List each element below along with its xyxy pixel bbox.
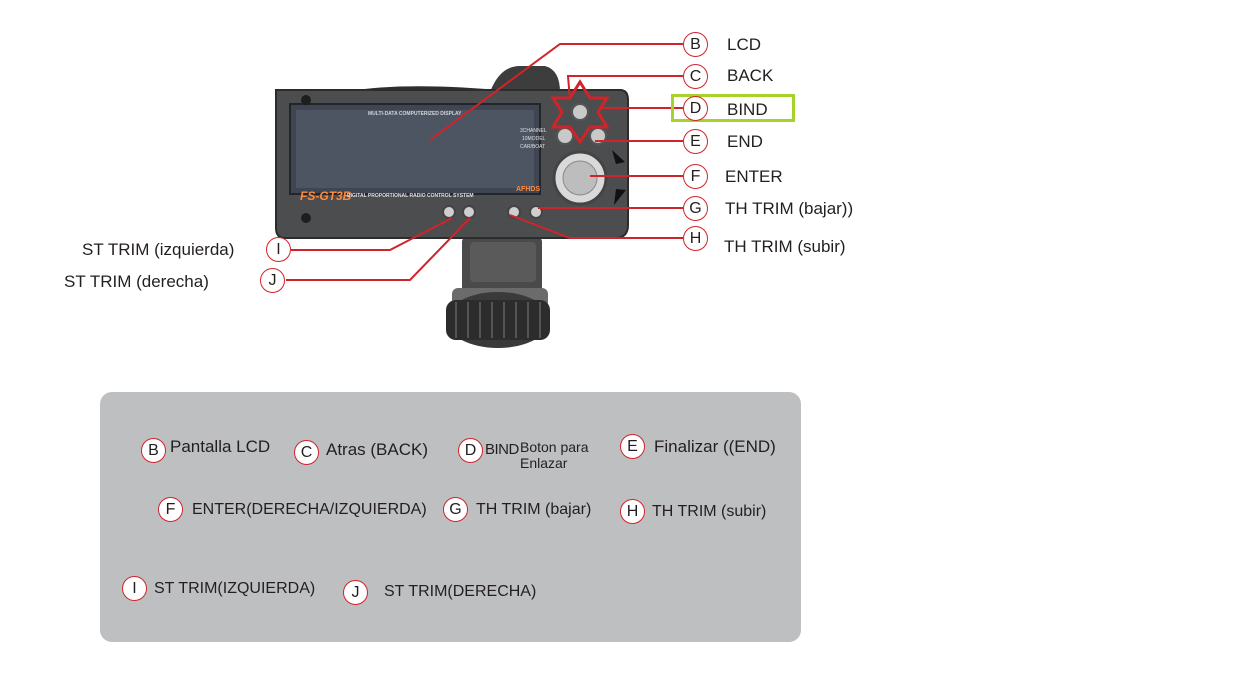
legend-f-circle: F [158,497,183,522]
callout-h-label: TH TRIM (subir) [724,237,846,256]
legend-h-text: TH TRIM (subir) [652,503,767,520]
device-brand: AFHDS [516,186,541,193]
legend-e-text: Finalizar ((END) [654,437,776,456]
legend-d-text2: Enlazar [520,455,568,471]
callout-f-label: ENTER [725,167,783,186]
callout-d-label: BIND [727,100,768,119]
bind-highlight-box [671,94,795,122]
legend-j-circle: J [343,580,368,605]
legend-e-circle: E [620,434,645,459]
legend-i-text: ST TRIM(IZQUIERDA) [154,580,316,597]
legend-g-circle: G [443,497,468,522]
legend-i-circle: I [122,576,147,601]
callout-d-circle: D [683,96,708,121]
callout-b-label: LCD [727,35,762,54]
legend-b-text: Pantalla LCD [170,437,271,456]
screw [301,213,311,223]
callout-c-circle: C [683,64,708,89]
callout-j-label: ST TRIM (derecha) [64,272,209,291]
callout-f-circle: F [683,164,708,189]
legend-h-circle: H [620,499,645,524]
legend-c-text: Atras (BACK) [326,440,429,459]
legend-c-circle: C [294,440,319,465]
st-trim-left-button [442,205,456,219]
callout-e-label: END [727,132,763,151]
legend-b-circle: B [141,438,166,463]
callout-g-label: TH TRIM (bajar)) [725,199,854,218]
callout-i-label: ST TRIM (izquierda) [82,240,235,259]
callout-h-circle: H [683,226,708,251]
callout-b-circle: B [683,32,708,57]
callout-i-circle: I [266,237,291,262]
legend-d-text1: Boton para [520,439,589,455]
grip-handle [446,236,550,348]
bind-button [571,103,589,121]
callout-c-label: BACK [727,66,774,85]
device-side-info-2: 10MODEL [522,136,546,142]
legend-f-text: ENTER(DERECHA/IZQUIERDA) [192,501,427,518]
device-model: FS-GT3B [300,189,352,203]
bind-star-highlight [550,79,610,145]
callout-lines [286,43,683,281]
legend-g-text: TH TRIM (bajar) [476,501,592,518]
device-side-info-1: 3CHANNEL [520,128,547,134]
legend-d-circle: D [458,438,483,463]
st-trim-right-button [462,205,476,219]
callout-e-circle: E [683,129,708,154]
callout-j-circle: J [260,268,285,293]
device-subtitle: DIGITAL PROPORTIONAL RADIO CONTROL SYSTE… [347,193,474,199]
screw [301,95,311,105]
device-side-info-3: CAR/BOAT [520,144,546,150]
legend-j-text: ST TRIM(DERECHA) [384,583,537,600]
callout-g-circle: G [683,196,708,221]
device-banner: MULTI-DATA COMPUTERIZED DISPLAY [368,111,462,117]
top-hump [490,66,560,92]
legend-d-bind: BIND [485,441,519,458]
